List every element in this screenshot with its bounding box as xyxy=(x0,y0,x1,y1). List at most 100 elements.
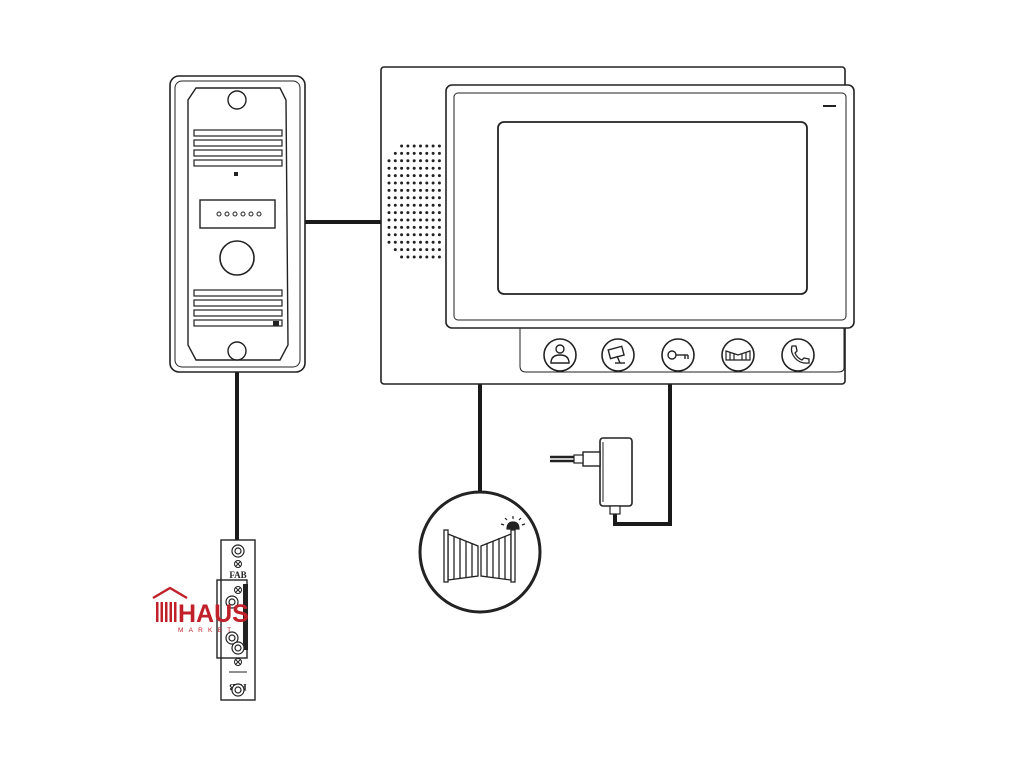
speaker-hole xyxy=(437,159,441,163)
speaker-hole xyxy=(425,225,429,229)
speaker-hole xyxy=(419,218,422,222)
strike-x-mark-mid xyxy=(234,586,242,594)
speaker-hole xyxy=(419,211,422,215)
monitor-inner-bezel xyxy=(453,92,847,321)
speaker-hole xyxy=(406,188,410,192)
strike-screw-base xyxy=(231,683,245,697)
monitor-button-gate[interactable] xyxy=(721,338,755,372)
strike-latch xyxy=(243,584,248,650)
speaker-hole xyxy=(419,248,422,252)
speaker-hole xyxy=(400,248,404,252)
speaker-hole xyxy=(406,248,410,252)
adapter-cable-boot xyxy=(609,505,621,515)
speaker-hole xyxy=(412,248,416,252)
speaker-hole xyxy=(393,233,397,237)
speaker-hole xyxy=(387,188,391,192)
speaker-hole xyxy=(419,166,422,170)
speaker-hole xyxy=(393,196,397,200)
speaker-hole xyxy=(431,188,435,192)
speaker-hole xyxy=(400,203,404,207)
speaker-hole xyxy=(437,218,441,222)
monitor-button-user[interactable] xyxy=(543,338,577,372)
speaker-hole xyxy=(406,151,410,155)
speaker-hole xyxy=(425,255,429,259)
speaker-hole xyxy=(400,144,404,148)
speaker-hole xyxy=(425,166,429,170)
speaker-hole xyxy=(406,233,410,237)
speaker-hole xyxy=(387,233,391,237)
speaker-hole xyxy=(437,211,441,215)
speaker-hole xyxy=(419,181,422,185)
speaker-hole xyxy=(419,144,422,148)
speaker-hole xyxy=(412,240,416,244)
speaker-hole xyxy=(406,218,410,222)
speaker-hole xyxy=(400,233,404,237)
speaker-hole xyxy=(406,174,410,178)
logo-main-text: HAUS xyxy=(178,600,249,628)
speaker-hole xyxy=(406,225,410,229)
speaker-hole xyxy=(425,211,429,215)
speaker-hole xyxy=(412,181,416,185)
speaker-hole xyxy=(393,248,397,252)
speaker-hole xyxy=(412,144,416,148)
speaker-hole xyxy=(425,196,429,200)
indoor-monitor xyxy=(380,66,855,385)
adapter-body xyxy=(599,437,633,507)
power-adapter xyxy=(550,437,633,515)
speaker-hole xyxy=(419,188,422,192)
speaker-hole xyxy=(387,211,391,215)
speaker-hole xyxy=(431,248,435,252)
speaker-hole xyxy=(412,151,416,155)
gate-warning-light-icon xyxy=(500,516,526,530)
speaker-hole xyxy=(387,159,391,163)
speaker-hole xyxy=(406,211,410,215)
speaker-hole xyxy=(437,255,441,259)
speaker-hole xyxy=(393,188,397,192)
logo-sub-text: MARKET xyxy=(178,627,236,634)
gate-opener-circle xyxy=(418,490,542,614)
speaker-hole xyxy=(400,196,404,200)
speaker-hole xyxy=(431,159,435,163)
gate-icon-large xyxy=(443,529,516,583)
speaker-hole xyxy=(437,181,441,185)
speaker-hole xyxy=(400,181,404,185)
strike-screw-lower-inner xyxy=(225,631,239,645)
speaker-hole xyxy=(425,188,429,192)
speaker-hole xyxy=(393,166,397,170)
speaker-hole xyxy=(393,211,397,215)
speaker-hole xyxy=(412,166,416,170)
speaker-hole xyxy=(400,255,404,259)
speaker-hole xyxy=(431,166,435,170)
wires xyxy=(235,220,672,542)
speaker-hole xyxy=(387,196,391,200)
speaker-hole xyxy=(419,151,422,155)
speaker-hole xyxy=(431,174,435,178)
speaker-hole xyxy=(437,233,441,237)
strike-screw-top xyxy=(231,544,245,558)
speaker-hole xyxy=(425,218,429,222)
key-icon xyxy=(667,350,689,360)
speaker-hole xyxy=(437,225,441,229)
speaker-hole xyxy=(419,225,422,229)
speaker-hole xyxy=(387,174,391,178)
speaker-hole xyxy=(419,174,422,178)
speaker-hole xyxy=(406,203,410,207)
door-station-screw-bottom xyxy=(227,341,247,361)
speaker-hole xyxy=(406,255,410,259)
speaker-hole xyxy=(387,181,391,185)
speaker-hole xyxy=(431,196,435,200)
door-station-screw-top xyxy=(227,90,247,110)
monitor-button-phone[interactable] xyxy=(781,338,815,372)
speaker-hole xyxy=(437,240,441,244)
speaker-hole xyxy=(412,159,416,163)
speaker-hole xyxy=(425,203,429,207)
logo-house-icon xyxy=(152,586,188,600)
speaker-hole xyxy=(400,240,404,244)
monitor-button-camera[interactable] xyxy=(601,338,635,372)
speaker-hole xyxy=(393,151,397,155)
monitor-button-key[interactable] xyxy=(661,338,695,372)
speaker-hole xyxy=(387,203,391,207)
user-icon xyxy=(550,344,570,364)
door-station xyxy=(169,75,306,373)
speaker-hole xyxy=(393,240,397,244)
